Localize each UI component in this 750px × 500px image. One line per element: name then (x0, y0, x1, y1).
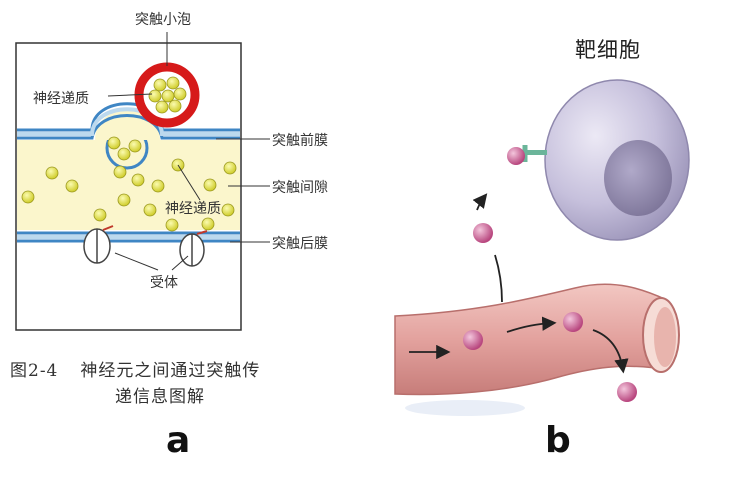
receptor-left (83, 225, 114, 264)
target-cell-diagram (394, 79, 690, 416)
synaptic-cleft-area (17, 110, 240, 230)
panel-letter-a: a (166, 420, 191, 461)
label-transmitter-top: 神经递质 (33, 91, 89, 107)
postsynaptic-membrane-shape (17, 231, 240, 243)
hormone-molecules (463, 223, 637, 402)
cell-receptor-icon (507, 145, 547, 165)
figure-number: 图2-4 (10, 361, 59, 381)
figure-caption: 图2-4 神经元之间通过突触传 递信息图解 (10, 358, 370, 410)
label-transmitter-mid: 神经递质 (165, 201, 221, 217)
blood-vessel-icon (394, 283, 680, 416)
presynaptic-membrane-shape (17, 102, 240, 170)
target-cell-title: 靶细胞 (575, 38, 641, 62)
panel-b-target-cell: b (375, 0, 750, 500)
caption-line-1: 神经元之间通过突触传 (80, 361, 261, 381)
label-receptor: 受体 (150, 275, 178, 291)
label-vesicle: 突触小泡 (135, 12, 191, 28)
target-cell-icon (544, 79, 690, 241)
label-presynaptic-membrane: 突触前膜 (272, 132, 328, 149)
leader-lines (107, 32, 270, 271)
label-postsynaptic-membrane: 突触后膜 (272, 236, 328, 252)
neurotransmitter-molecules (21, 136, 237, 232)
panel-a-synapse: 突触小泡 神经递质 突触前膜 突触间隙 神经递质 突触后膜 受体 图2-4 神经元… (10, 12, 370, 461)
label-synaptic-cleft: 突触间隙 (272, 180, 328, 196)
flow-arrows (409, 193, 629, 374)
panel-letter-b: b (545, 420, 571, 461)
caption-line-2: 递信息图解 (115, 387, 205, 407)
synaptic-vesicle-icon (134, 62, 200, 128)
synapse-diagram: 突触小泡 神经递质 突触前膜 突触间隙 神经递质 突触后膜 受体 (15, 12, 328, 331)
